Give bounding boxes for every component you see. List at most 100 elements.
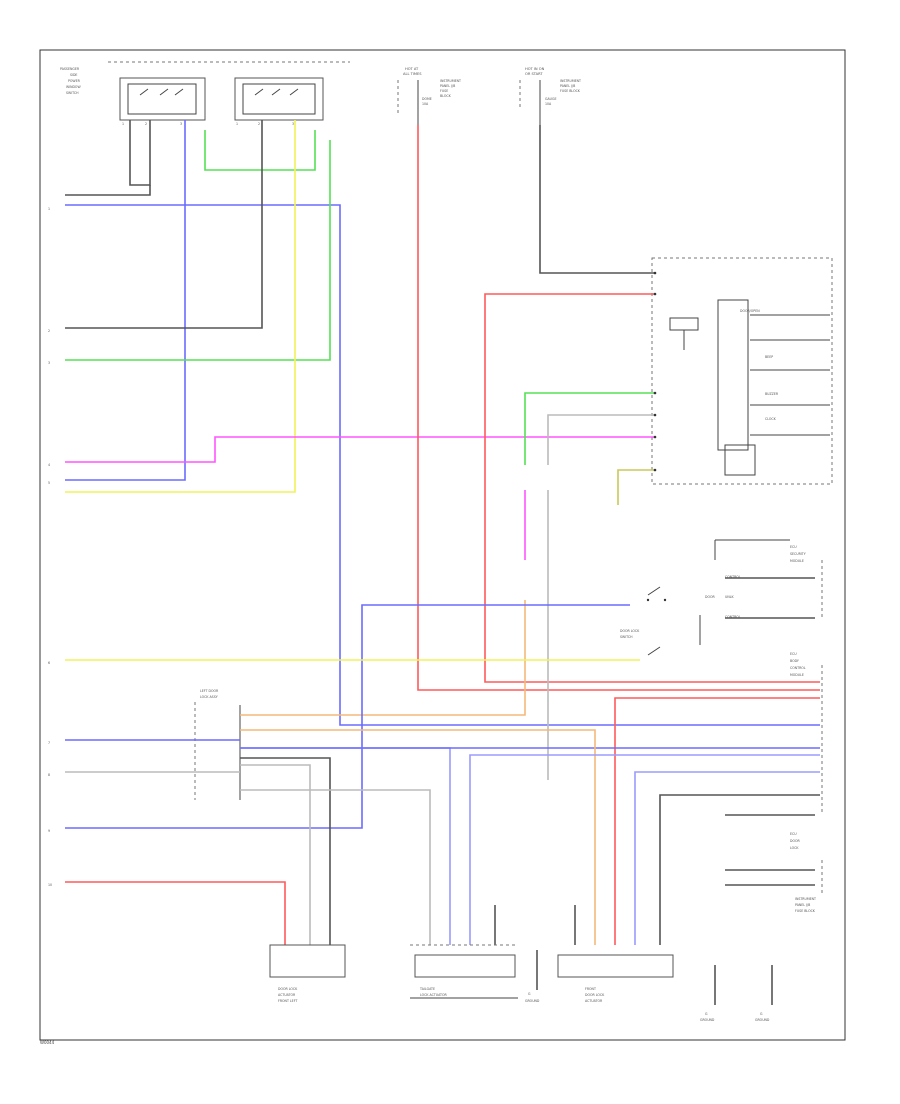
wire-yellow-1 <box>65 120 296 493</box>
svg-text:GROUND: GROUND <box>755 1018 770 1022</box>
svg-text:1: 1 <box>48 207 50 211</box>
svg-text:LEFT DOOR: LEFT DOOR <box>200 689 219 693</box>
wire-red-2 <box>484 293 820 683</box>
wire-green-top <box>204 130 316 171</box>
svg-text:GROUND: GROUND <box>700 1018 715 1022</box>
svg-text:DOME: DOME <box>422 97 432 101</box>
svg-text:LOCK: LOCK <box>790 846 799 850</box>
diagram-code: W0044 <box>40 1040 55 1045</box>
svg-text:1: 1 <box>236 122 238 126</box>
svg-text:FRONT: FRONT <box>585 987 596 991</box>
diagram-frame <box>39 49 846 1041</box>
svg-text:DOOR LOCK: DOOR LOCK <box>585 993 605 997</box>
svg-text:3: 3 <box>292 122 294 126</box>
svg-text:LOCK ACTUATOR: LOCK ACTUATOR <box>420 993 448 997</box>
svg-text:10A: 10A <box>422 102 429 106</box>
svg-text:SIDE: SIDE <box>70 73 77 77</box>
svg-text:PANEL J/B: PANEL J/B <box>795 903 810 907</box>
wire-gray-meter <box>539 125 655 274</box>
wire-orange <box>240 600 526 716</box>
svg-text:TAILGATE: TAILGATE <box>419 987 435 991</box>
wire-olive-meter <box>617 469 655 505</box>
svg-text:CONTROL: CONTROL <box>725 575 741 579</box>
svg-text:G: G <box>528 992 531 996</box>
svg-text:9: 9 <box>48 829 50 833</box>
svg-text:CONTROL: CONTROL <box>790 666 806 670</box>
svg-text:INSTRUMENT: INSTRUMENT <box>795 897 816 901</box>
wire-orange-2 <box>240 729 596 945</box>
svg-text:INSTRUMENT: INSTRUMENT <box>560 79 581 83</box>
wire-gray-1 <box>129 120 151 186</box>
wire-lb-2 <box>634 771 820 945</box>
svg-text:FRONT LEFT: FRONT LEFT <box>278 999 297 1003</box>
svg-text:DOOR LOCK: DOOR LOCK <box>620 629 640 633</box>
svg-text:LOCK ASSY: LOCK ASSY <box>200 695 218 699</box>
svg-text:HOT IN ON: HOT IN ON <box>525 67 545 71</box>
svg-text:ECU: ECU <box>790 652 797 656</box>
connector-2 <box>414 954 516 978</box>
svg-text:FUSE BLOCK: FUSE BLOCK <box>795 909 816 913</box>
svg-text:ALL TIMES: ALL TIMES <box>403 72 422 76</box>
svg-text:3: 3 <box>180 122 182 126</box>
svg-text:OR START: OR START <box>525 72 543 76</box>
svg-text:DOOR/OPEN: DOOR/OPEN <box>740 309 760 313</box>
combination-meter: DOOR/OPEN BEEP BUZZER CLOCK <box>651 257 833 485</box>
svg-text:ECU: ECU <box>790 832 797 836</box>
door-lock-switch: DOOR LOCK SWITCH DOOR UNLK <box>620 586 734 656</box>
wire-red-main <box>417 125 820 691</box>
svg-text:PANEL J/B: PANEL J/B <box>560 84 575 88</box>
svg-text:PASSENGER: PASSENGER <box>60 67 80 71</box>
svg-text:8: 8 <box>48 773 50 777</box>
svg-text:GAUGE: GAUGE <box>545 97 556 101</box>
svg-text:10: 10 <box>48 883 52 887</box>
svg-text:WINDOW: WINDOW <box>66 85 81 89</box>
svg-text:FUSE: FUSE <box>440 89 448 93</box>
svg-text:MODULE: MODULE <box>790 559 804 563</box>
svg-text:BEEP: BEEP <box>765 355 773 359</box>
svg-text:ECU: ECU <box>790 545 797 549</box>
svg-text:HOT AT: HOT AT <box>405 67 419 71</box>
wire-lb-3 <box>469 754 820 945</box>
svg-text:BLOCK: BLOCK <box>440 94 452 98</box>
wire-gray-2 <box>65 120 263 329</box>
ecu-right: ECU SECURITY MODULE CONTROL CONTROL ECU … <box>714 539 823 913</box>
meter-pins <box>653 271 657 472</box>
svg-text:G: G <box>760 1012 763 1016</box>
svg-text:7: 7 <box>48 741 50 745</box>
bottom-connectors: DOOR LOCK ACTUATOR FRONT LEFT TAILGATE L… <box>269 944 770 1022</box>
svg-text:5: 5 <box>48 481 50 485</box>
svg-text:INSTRUMENT: INSTRUMENT <box>440 79 461 83</box>
svg-text:SWITCH: SWITCH <box>66 91 79 95</box>
svg-text:DOOR LOCK: DOOR LOCK <box>278 987 298 991</box>
window-switch-1 <box>119 77 206 121</box>
wire-red-3 <box>65 881 286 945</box>
svg-text:ACTUATOR: ACTUATOR <box>278 993 296 997</box>
svg-text:3: 3 <box>48 361 50 365</box>
svg-text:BODY: BODY <box>790 659 799 663</box>
wire-blue-lock <box>65 604 630 829</box>
wire-gray-4 <box>659 794 820 945</box>
svg-text:DOOR: DOOR <box>705 595 715 599</box>
svg-text:POWER: POWER <box>68 79 81 83</box>
svg-text:MODULE: MODULE <box>790 673 804 677</box>
wire-green-1 <box>65 140 331 361</box>
switch-group-top-left: 1 2 3 1 2 3 <box>108 61 350 126</box>
svg-text:2: 2 <box>258 122 260 126</box>
wire-blue-2 <box>65 120 186 481</box>
wire-lb-1 <box>240 747 451 945</box>
svg-text:CLOCK: CLOCK <box>765 417 777 421</box>
wire-gray-3 <box>240 757 331 945</box>
svg-text:BUZZER: BUZZER <box>765 392 779 396</box>
wire-green-meter <box>524 392 655 465</box>
svg-text:4: 4 <box>48 463 50 467</box>
svg-text:1: 1 <box>122 122 124 126</box>
connector-1 <box>269 944 346 978</box>
caption-top-left: PASSENGER SIDE POWER WINDOW SWITCH <box>60 67 81 95</box>
svg-text:SWITCH: SWITCH <box>620 635 633 639</box>
svg-text:UNLK: UNLK <box>725 595 734 599</box>
svg-text:SECURITY: SECURITY <box>790 552 806 556</box>
fuse-block-top: HOT AT ALL TIMES INSTRUMENT PANEL J/B FU… <box>397 67 581 125</box>
svg-text:2: 2 <box>145 122 147 126</box>
